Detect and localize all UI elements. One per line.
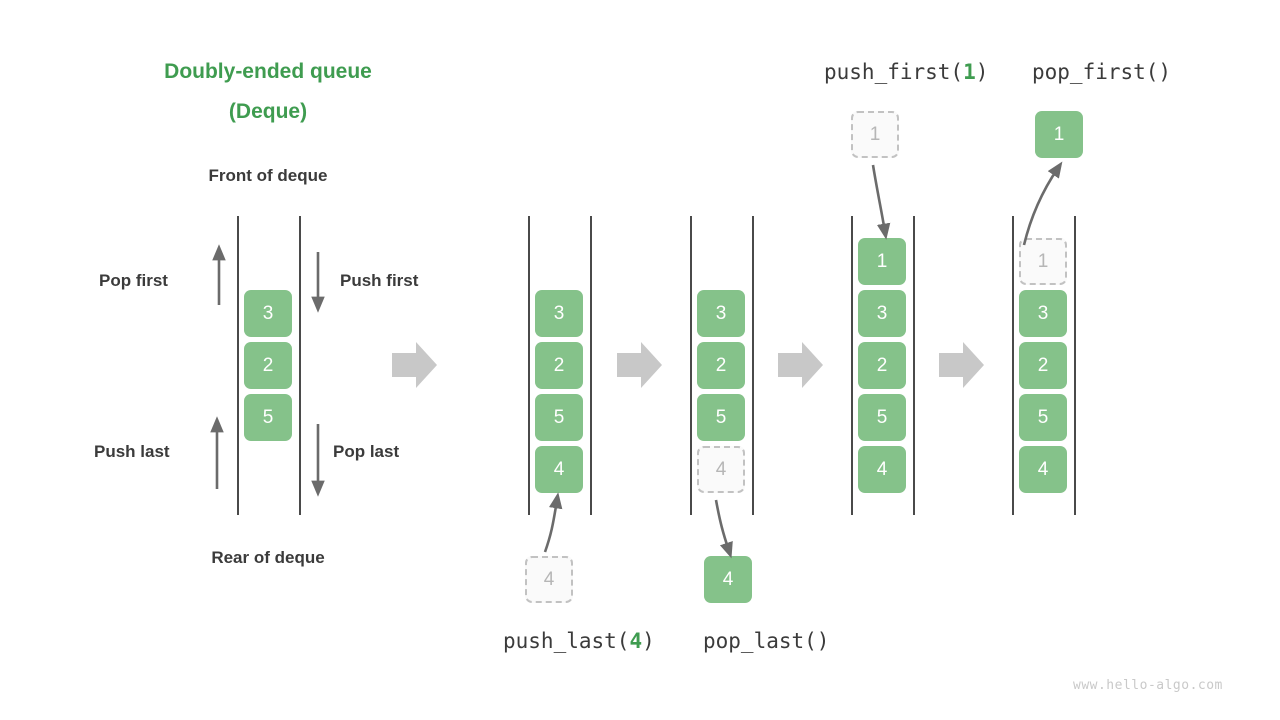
push-last-source-box: 4 — [525, 556, 573, 603]
deque-item: 4 — [535, 446, 583, 493]
push-last-op-name: push_last( — [503, 629, 630, 653]
rear-of-deque-label: Rear of deque — [211, 548, 325, 567]
deque-initial: 3 2 5 — [244, 290, 292, 441]
pop-first-result-box: 1 — [1035, 111, 1083, 158]
pop-first-operation-label: pop_first() — [1032, 60, 1172, 84]
pop-first-label: Pop first — [99, 271, 168, 290]
push-last-op-close: ) — [642, 629, 655, 653]
pop-first-motion-arrow — [1022, 161, 1063, 246]
push-last-label: Push last — [94, 442, 170, 461]
deque-3-rail-left — [690, 216, 692, 515]
page-title-line2: (Deque) — [228, 100, 308, 123]
deque-initial-rail-right — [299, 216, 301, 515]
deque-item: 5 — [697, 394, 745, 441]
deque-item: 2 — [535, 342, 583, 389]
deque-item: 2 — [858, 342, 906, 389]
deque-4-rail-right — [913, 216, 915, 515]
deque-item: 5 — [1019, 394, 1067, 441]
push-first-op-arg: 1 — [963, 60, 976, 84]
page-title-line1: Doubly-ended queue — [164, 60, 372, 83]
step-arrow-4 — [939, 342, 984, 388]
pop-last-operation-label: pop_last() — [703, 629, 830, 653]
deque-item-ghost: 1 — [1019, 238, 1067, 285]
deque-after-pop-first: 1 3 2 5 4 — [1019, 238, 1067, 493]
step-arrow-3 — [778, 342, 823, 388]
push-first-label: Push first — [340, 271, 419, 290]
deque-item: 2 — [1019, 342, 1067, 389]
push-first-source-box: 1 — [851, 111, 899, 158]
deque-item: 4 — [858, 446, 906, 493]
push-last-motion-arrow — [543, 492, 563, 553]
deque-4-rail-left — [851, 216, 853, 515]
deque-item: 5 — [535, 394, 583, 441]
deque-item: 2 — [244, 342, 292, 389]
push-first-motion-arrow — [871, 164, 891, 240]
deque-after-pop-last: 3 2 5 4 — [697, 290, 745, 493]
deque-initial-rail-left — [237, 216, 239, 515]
push-last-operation-label: push_last(4) — [503, 629, 655, 653]
deque-item: 3 — [535, 290, 583, 337]
push-first-operation-label: push_first(1) — [824, 60, 988, 84]
deque-3-rail-right — [752, 216, 754, 515]
deque-item: 2 — [697, 342, 745, 389]
pop-last-label: Pop last — [333, 442, 400, 461]
deque-item: 4 — [1019, 446, 1067, 493]
deque-item: 3 — [1019, 290, 1067, 337]
deque-after-push-last: 3 2 5 4 — [535, 290, 583, 493]
deque-item: 1 — [858, 238, 906, 285]
push-first-op-name: push_first( — [824, 60, 964, 84]
deque-item: 3 — [244, 290, 292, 337]
step-arrow-2 — [617, 342, 662, 388]
watermark: www.hello-algo.com — [1073, 678, 1223, 693]
deque-5-rail-right — [1074, 216, 1076, 515]
deque-item: 3 — [697, 290, 745, 337]
deque-5-rail-left — [1012, 216, 1014, 515]
pop-last-motion-arrow — [714, 499, 733, 559]
deque-item: 3 — [858, 290, 906, 337]
deque-item: 5 — [858, 394, 906, 441]
step-arrow-1 — [392, 342, 437, 388]
deque-2-rail-left — [528, 216, 530, 515]
deque-2-rail-right — [590, 216, 592, 515]
front-of-deque-label: Front of deque — [208, 166, 328, 185]
deque-after-push-first: 1 3 2 5 4 — [858, 238, 906, 493]
pop-last-result-box: 4 — [704, 556, 752, 603]
push-first-op-close: ) — [975, 60, 989, 84]
deque-item: 5 — [244, 394, 292, 441]
deque-item-ghost: 4 — [697, 446, 745, 493]
push-last-op-arg: 4 — [629, 629, 643, 653]
